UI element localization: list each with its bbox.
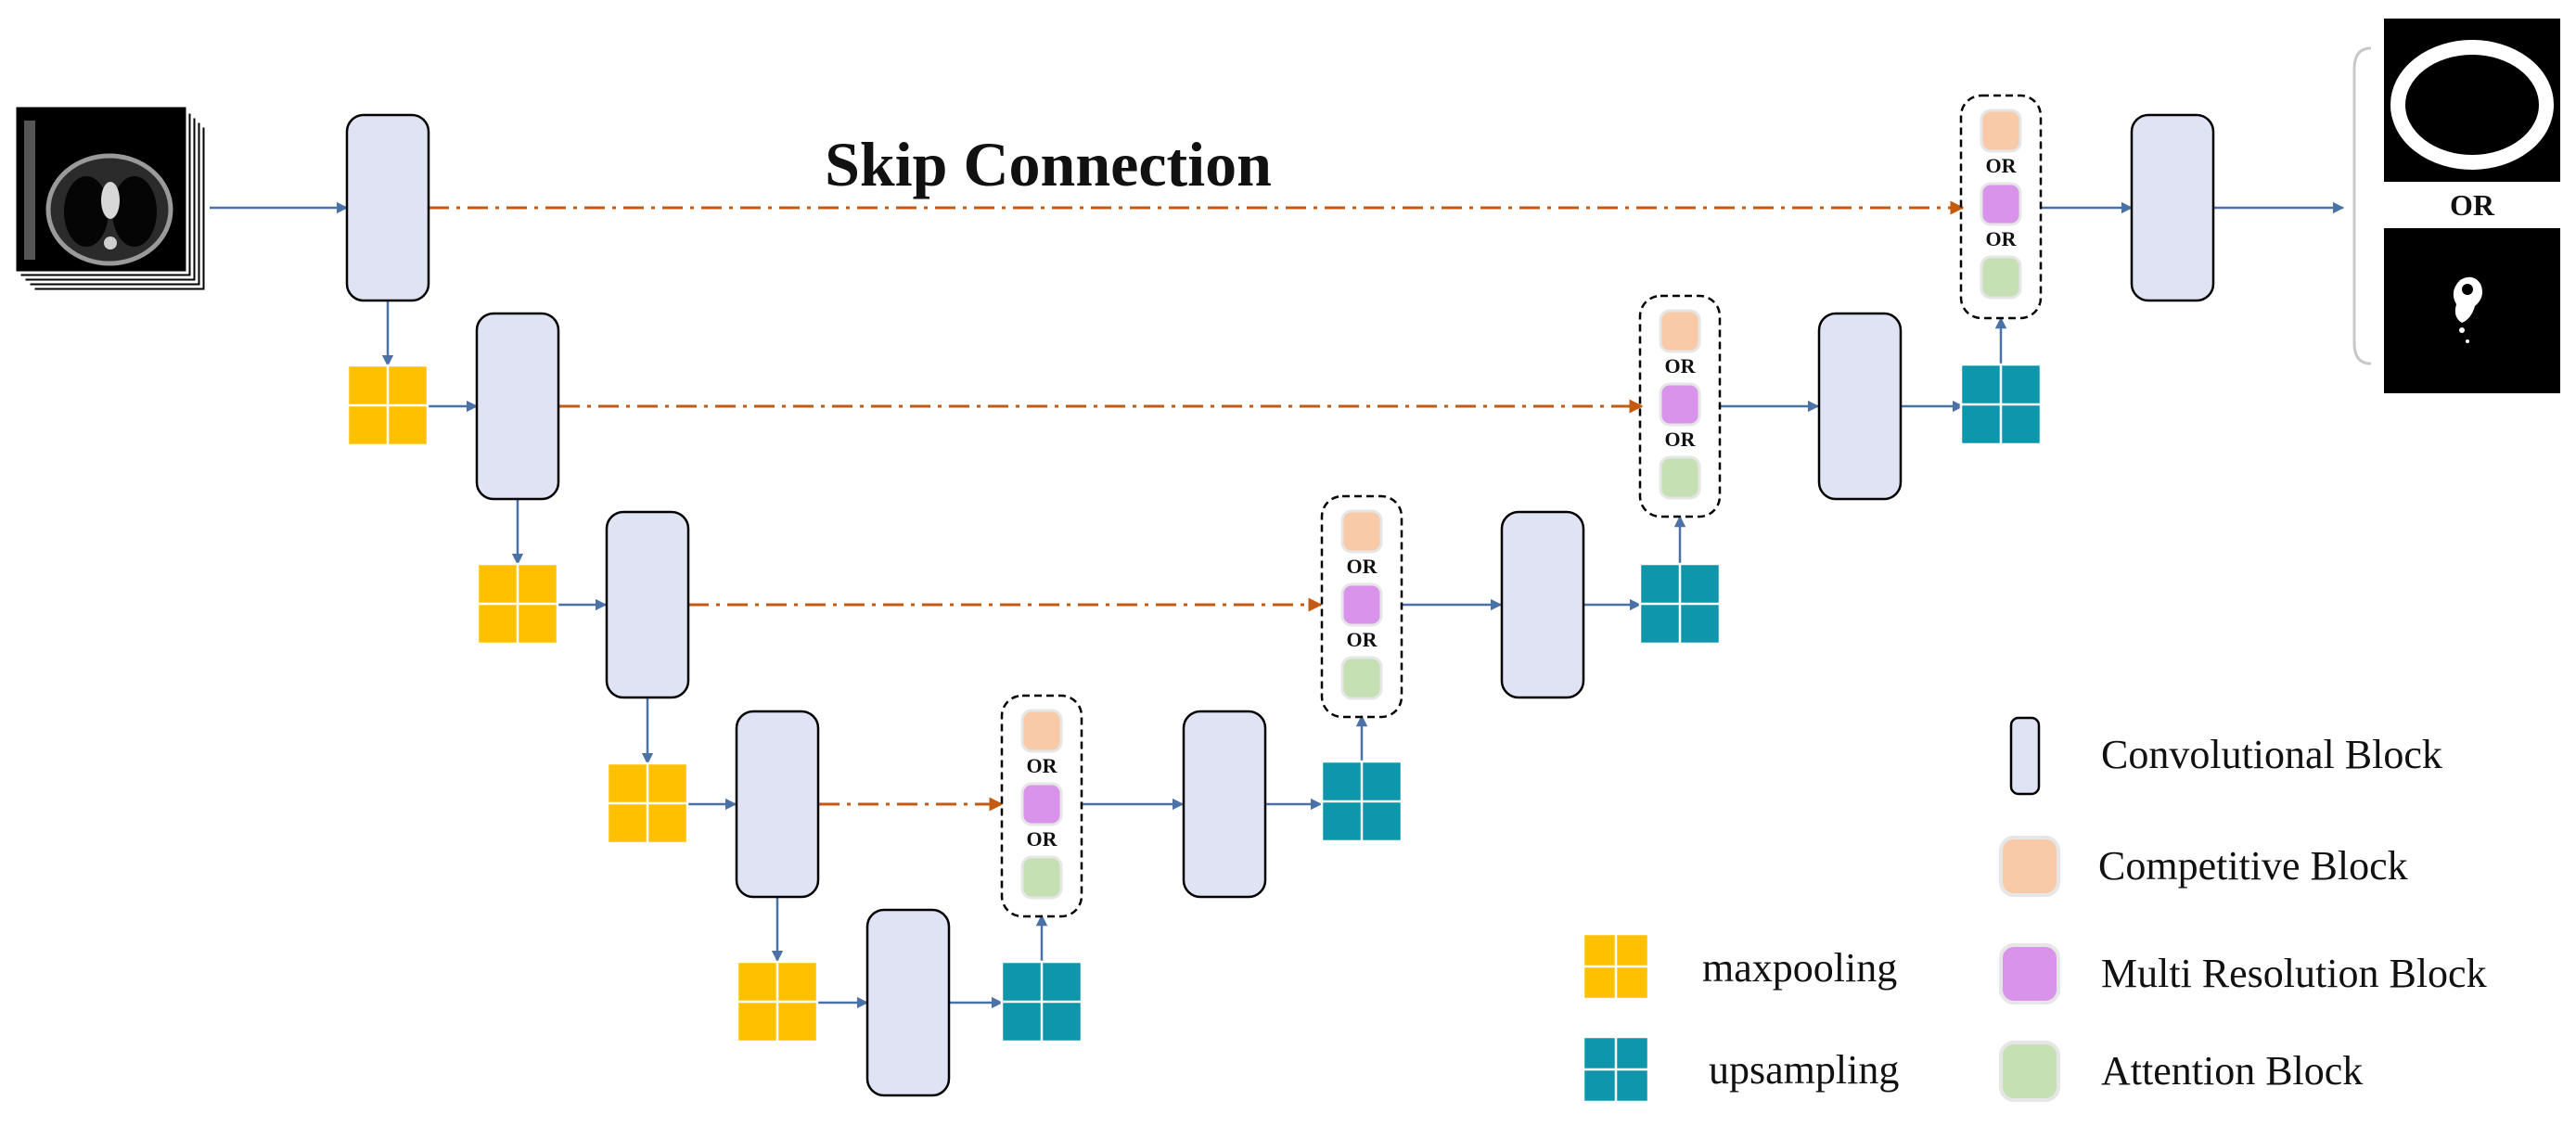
legend-conv-label: Convolutional Block [2101, 732, 2442, 777]
conv-block [345, 113, 430, 302]
maxpool-icon [736, 960, 819, 1043]
multi-resolution-block [1020, 782, 1063, 826]
legend-competitive-label: Competitive Block [2098, 843, 2408, 889]
conv-block [2130, 113, 2215, 302]
or-label: OR [1986, 154, 2018, 177]
conv-block [1182, 710, 1267, 899]
legend-attention-swatch [1999, 1041, 2060, 1102]
option-group: OR OR [1320, 494, 1403, 719]
legend-multi-resolution-swatch [1999, 943, 2060, 1004]
or-label: OR [1665, 354, 1697, 377]
legend-upsample-swatch [1582, 1035, 1650, 1104]
ct-scan-input-icon [13, 104, 208, 293]
attention-block [1659, 455, 1701, 500]
legend-maxpool-label: maxpooling [1702, 945, 1897, 991]
or-label: OR [1347, 628, 1378, 651]
upsample-icon [1000, 960, 1083, 1043]
upsample-icon [1959, 363, 2043, 446]
skip-connection-title: Skip Connection [825, 129, 1272, 199]
or-label: OR [1665, 428, 1697, 451]
legend-competitive-swatch [1999, 836, 2060, 897]
conv-block [605, 510, 690, 699]
segmentation-output-icon [2352, 19, 2560, 393]
competitive-block [1020, 709, 1063, 753]
legend-attention-label: Attention Block [2101, 1048, 2363, 1094]
maxpool-icon [476, 562, 559, 646]
competitive-block [1980, 109, 2022, 153]
attention-block [1020, 855, 1063, 900]
multi-resolution-block [1659, 382, 1701, 427]
multi-resolution-block [1980, 182, 2022, 226]
conv-blocks [345, 113, 2215, 1097]
attention-block [1980, 255, 2022, 300]
competitive-block [1340, 509, 1383, 554]
upsample-icon [1320, 760, 1403, 843]
maxpool-icon [346, 364, 429, 447]
legend-upsample-label: upsampling [1709, 1047, 1899, 1093]
conv-block [1817, 312, 1903, 501]
legend-multi-resolution-label: Multi Resolution Block [2101, 951, 2487, 996]
option-group: OR OR [1959, 94, 2043, 320]
multi-resolution-block [1340, 582, 1383, 627]
competitive-block [1659, 309, 1701, 353]
upsample-blocks [1000, 363, 2043, 1043]
output-or-label: OR [2450, 188, 2495, 222]
maxpool-blocks [346, 364, 819, 1043]
upsample-icon [1638, 562, 1722, 646]
flow-arrows [210, 201, 2345, 1009]
maxpool-icon [606, 761, 689, 845]
or-label: OR [1027, 754, 1058, 777]
option-group: OR OR [1638, 294, 1722, 518]
or-label: OR [1986, 227, 2018, 250]
legend: Convolutional Block Competitive Block Mu… [1582, 716, 2487, 1104]
or-label: OR [1027, 827, 1058, 851]
attention-block [1340, 656, 1383, 700]
skip-connections [429, 200, 1965, 812]
conv-block [475, 312, 560, 501]
legend-maxpool-swatch [1582, 932, 1650, 1001]
legend-conv-swatch [2009, 716, 2041, 796]
or-label: OR [1347, 555, 1378, 578]
conv-block [865, 908, 951, 1097]
conv-block [735, 710, 820, 899]
conv-block [1500, 510, 1585, 699]
option-group: OR OR [1000, 694, 1083, 918]
